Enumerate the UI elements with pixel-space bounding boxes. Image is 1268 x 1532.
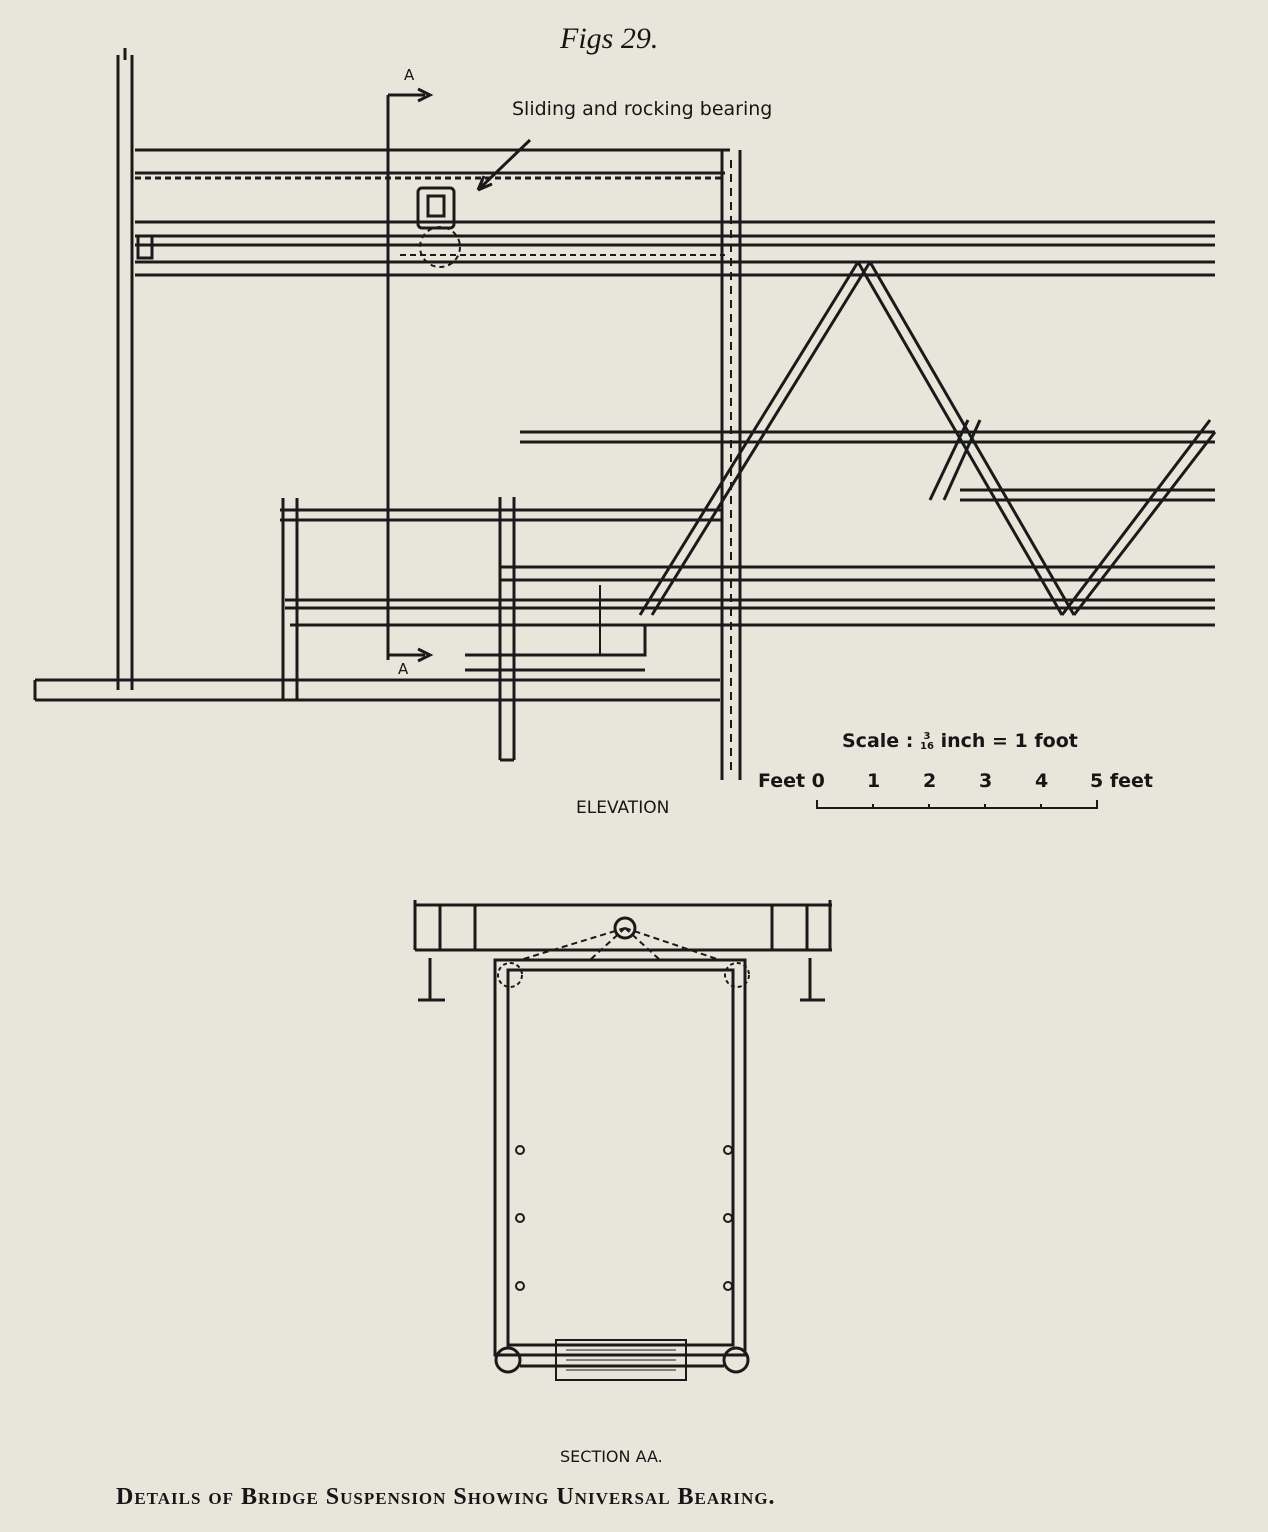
scale-suffix: inch = 1 foot <box>940 730 1078 752</box>
figure-number: Figs 29. <box>560 22 659 55</box>
bearing-label: Sliding and rocking bearing <box>512 98 773 120</box>
scale-tick: 3 <box>979 770 993 792</box>
elevation-drawing <box>33 48 1217 780</box>
scale-tick: 2 <box>923 770 937 792</box>
frac-denominator: 16 <box>920 740 934 752</box>
elevation-label: ELEVATION <box>576 798 670 818</box>
scale-tick: 5 feet <box>1090 770 1153 792</box>
section-label: SECTION AA. <box>560 1447 663 1466</box>
frac-numerator: 3 <box>923 730 931 742</box>
section-marker-top: A <box>404 66 415 84</box>
scale-tick: 1 <box>867 770 881 792</box>
figure-caption: Details of Bridge Suspension Showing Uni… <box>116 1484 776 1510</box>
scale-tick: 4 <box>1035 770 1049 792</box>
scale-tick: Feet 0 <box>758 770 825 792</box>
section-marker-bottom: A <box>398 660 409 678</box>
section-aa-drawing <box>413 900 832 1381</box>
scale-bar <box>816 800 1098 809</box>
scale-prefix: Scale : <box>842 730 914 752</box>
